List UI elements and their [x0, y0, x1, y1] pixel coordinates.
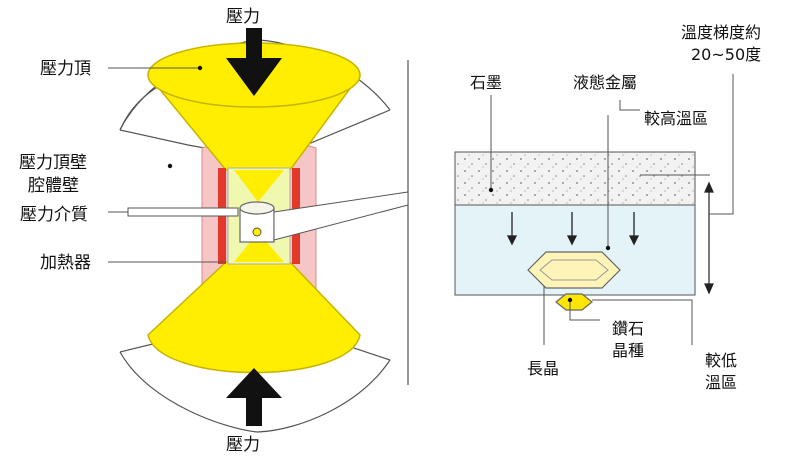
label-heater: 加熱器 [40, 253, 91, 273]
seed-crystal [555, 293, 593, 311]
label-graphite: 石墨 [470, 73, 502, 92]
label-cold-line2: 溫區 [705, 373, 737, 392]
seed-dot [567, 297, 573, 303]
gradient-arrow [704, 181, 714, 295]
label-cold-line1: 較低 [705, 351, 737, 370]
label-anvil-wall: 壓力頂壁 [19, 153, 87, 173]
right-leaders [490, 74, 734, 345]
wall-dot [167, 163, 173, 169]
graphite-dot [488, 187, 494, 193]
bottom-anvil [147, 261, 361, 374]
anvil-dot [197, 65, 203, 71]
label-hot-zone: 較高溫區 [644, 109, 708, 128]
label-anvil: 壓力頂 [40, 59, 91, 79]
growth-cell [454, 74, 734, 345]
label-gradient-line2: 20~50度 [691, 45, 761, 64]
label-seed-line1: 鑽石 [612, 319, 644, 338]
anvil-tip-top [234, 170, 284, 202]
arrow-down-icon [226, 28, 282, 96]
labels: 壓力 壓力 壓力頂 壓力頂壁 腔體壁 壓力介質 加熱器 石墨 液態金屬 溫度梯度… [19, 7, 761, 455]
label-gradient-line1: 溫度梯度約 [681, 23, 761, 42]
press-assembly [108, 28, 409, 433]
anvil-tip-bottom [234, 232, 284, 262]
label-growth: 長晶 [527, 359, 559, 378]
left-leaders [108, 67, 239, 263]
label-pressure-bottom: 壓力 [226, 435, 260, 455]
metal-dot [605, 245, 611, 251]
label-molten-metal: 液態金屬 [573, 73, 637, 92]
callout-wedge [273, 191, 409, 241]
grown-crystal [527, 251, 621, 289]
label-medium: 壓力介質 [20, 205, 88, 225]
graphite-layer [454, 151, 696, 206]
label-cavity-wall: 腔體壁 [28, 176, 79, 196]
flow-arrows [506, 212, 640, 246]
arrow-up-icon [226, 368, 282, 426]
sample-capsule [239, 201, 275, 243]
label-pressure-top: 壓力 [226, 7, 260, 27]
label-seed-line2: 晶種 [612, 341, 644, 360]
